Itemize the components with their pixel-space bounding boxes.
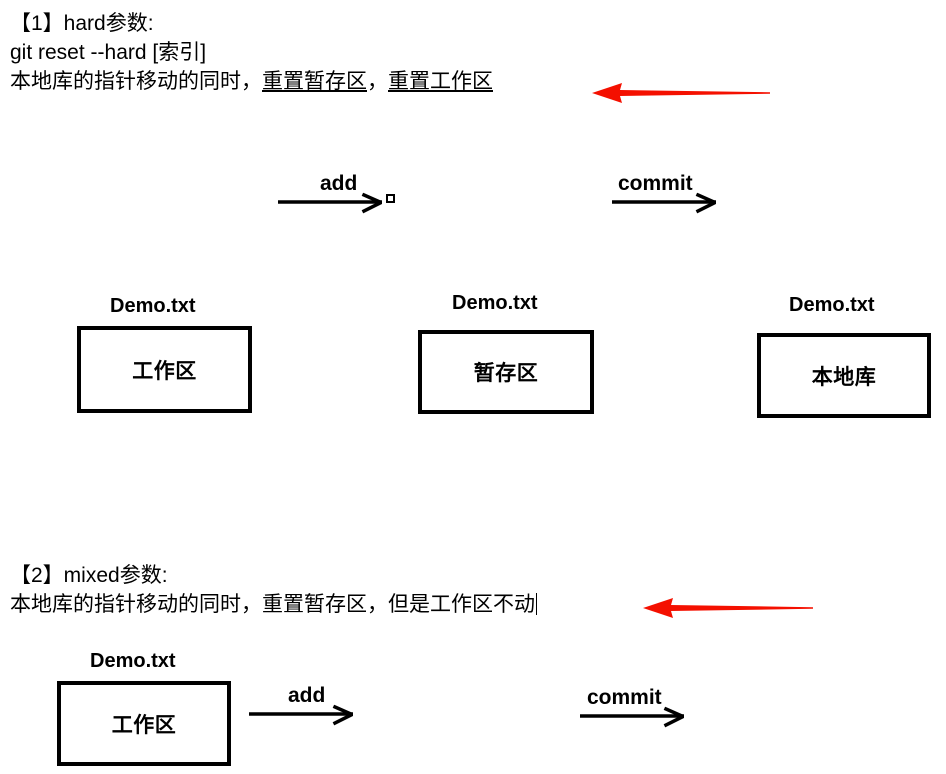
mixed-description-tail: 但是工作区不动 bbox=[388, 593, 535, 616]
mixed-description: 本地库的指针移动的同时，重置暂存区，但是工作区不动 bbox=[10, 590, 537, 619]
box-workspace-bottom-label: 工作区 bbox=[111, 713, 177, 737]
mixed-note-block: 【2】mixed参数: 本地库的指针移动的同时，重置暂存区，但是工作区不动 bbox=[10, 561, 537, 619]
file-label-workspace-top: Demo.txt bbox=[110, 295, 196, 317]
hard-description-separator: ， bbox=[367, 70, 388, 93]
add-label-top: add bbox=[320, 172, 358, 195]
add-arrow-top bbox=[278, 192, 382, 214]
box-workspace-top[interactable]: 工作区 bbox=[77, 326, 252, 413]
square-handle-icon[interactable] bbox=[386, 194, 395, 203]
add-label-bottom: add bbox=[288, 684, 326, 707]
file-label-workspace-bottom: Demo.txt bbox=[90, 650, 176, 672]
mixed-description-underline-1: 重置暂存区 bbox=[262, 593, 367, 616]
file-label-staging-top: Demo.txt bbox=[452, 292, 538, 314]
left-arrow-icon bbox=[592, 83, 770, 103]
hard-command: git reset --hard [索引] bbox=[10, 41, 207, 64]
file-label-repository-top: Demo.txt bbox=[789, 294, 875, 316]
hard-note-block: 【1】hard参数: git reset --hard [索引] 本地库的指针移… bbox=[10, 9, 493, 96]
box-staging-top-label: 暂存区 bbox=[473, 362, 539, 385]
box-repository-top[interactable]: 本地库 bbox=[757, 333, 931, 418]
commit-label-bottom: commit bbox=[587, 686, 662, 709]
box-staging-top[interactable]: 暂存区 bbox=[418, 330, 594, 414]
left-arrow-icon bbox=[643, 598, 813, 618]
hard-description-underline-2: 重置工作区 bbox=[388, 70, 493, 93]
commit-arrow-bottom bbox=[580, 706, 684, 728]
hard-heading: 【1】hard参数: bbox=[10, 12, 154, 35]
add-arrow-bottom bbox=[249, 704, 353, 726]
commit-label-top: commit bbox=[618, 172, 693, 195]
box-repository-top-label: 本地库 bbox=[811, 365, 877, 389]
commit-arrow-top bbox=[612, 192, 716, 214]
mixed-description-prefix: 本地库的指针移动的同时， bbox=[10, 593, 262, 616]
text-caret bbox=[536, 593, 537, 615]
hard-description-prefix: 本地库的指针移动的同时， bbox=[10, 70, 262, 93]
hard-description-underline-1: 重置暂存区 bbox=[262, 70, 367, 93]
mixed-heading: 【2】mixed参数: bbox=[10, 564, 168, 587]
hard-description: 本地库的指针移动的同时，重置暂存区，重置工作区 bbox=[10, 67, 493, 96]
box-workspace-top-label: 工作区 bbox=[132, 359, 197, 383]
mixed-description-separator: ， bbox=[367, 593, 388, 616]
box-workspace-bottom[interactable]: 工作区 bbox=[57, 681, 231, 766]
